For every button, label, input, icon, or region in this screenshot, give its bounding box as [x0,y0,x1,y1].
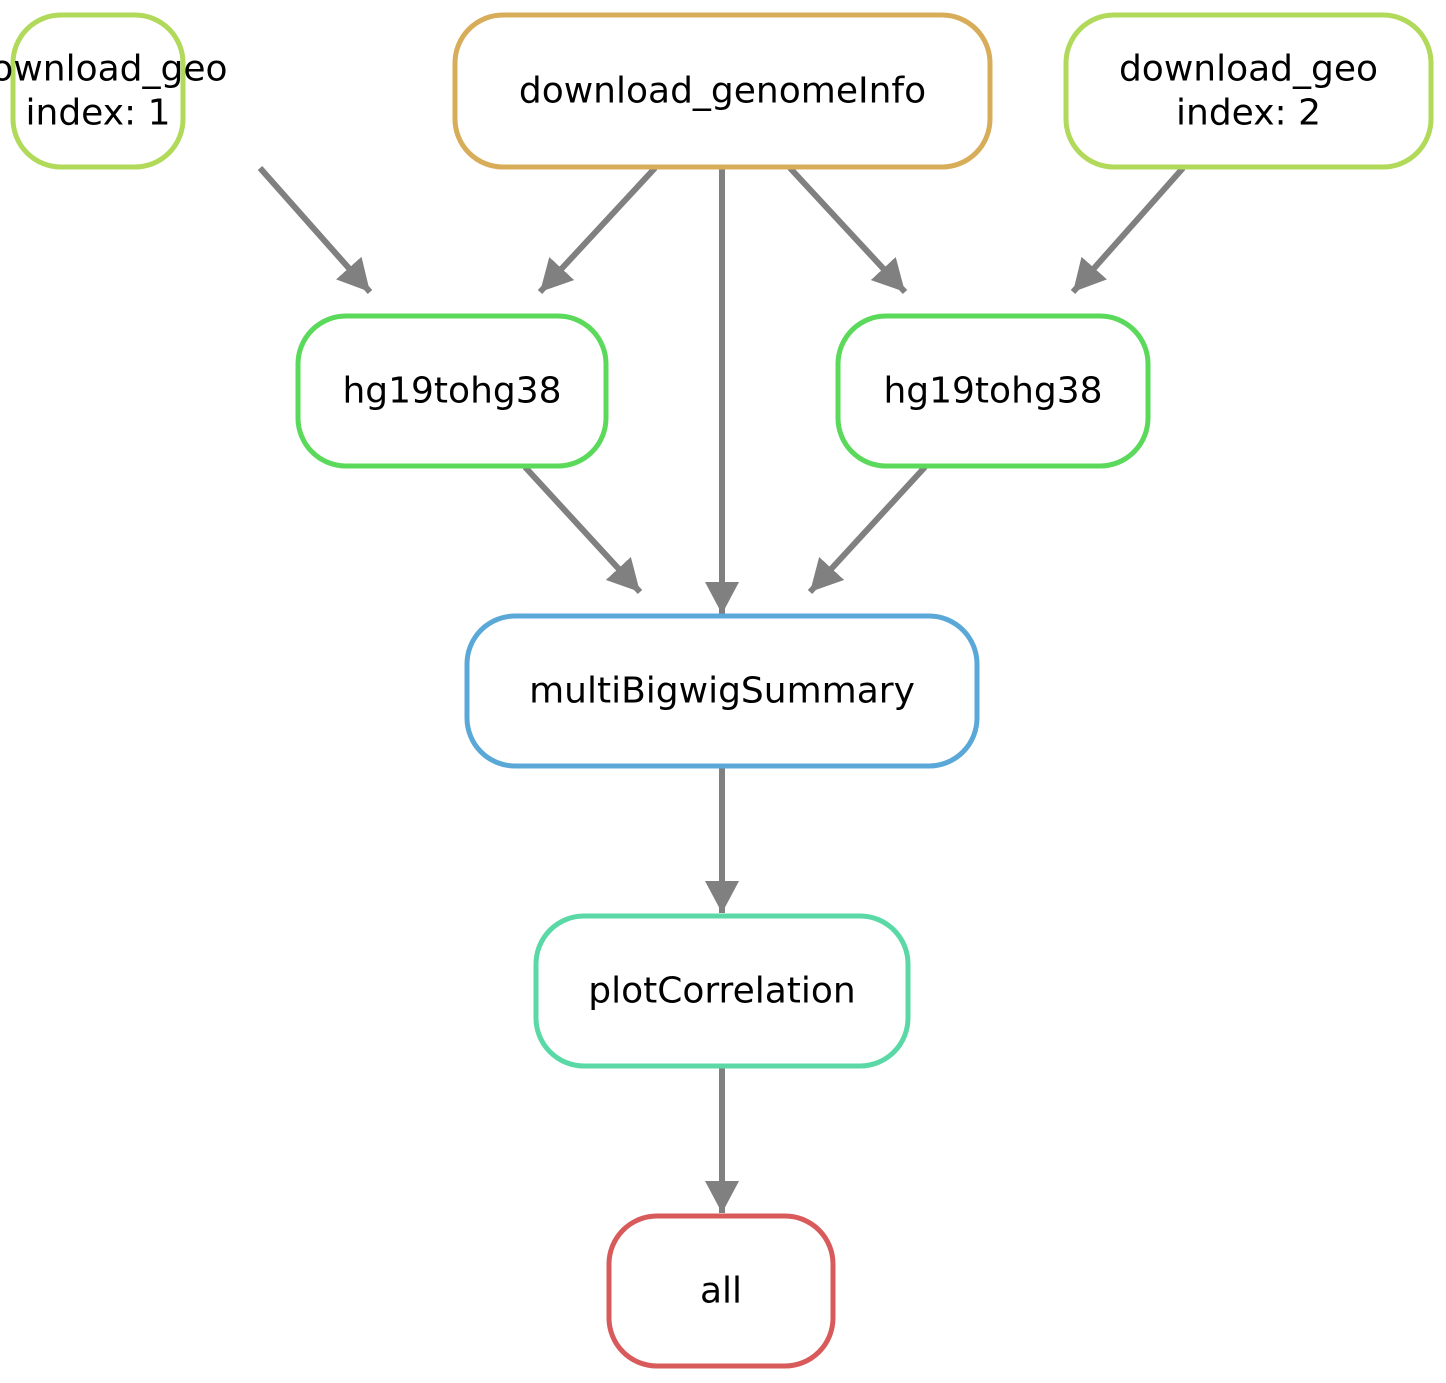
node-box [835,313,1151,469]
edge-genome-to-hg_right [787,165,908,295]
edge-line [257,166,373,294]
node-box [606,1213,836,1369]
edge-line [1070,166,1186,294]
node-download-genomeinfo[interactable]: download_genomeInfo [452,12,993,170]
edge-line [522,464,643,595]
node-label-line: hg19tohg38 [883,371,1102,412]
node-plotcorrelation[interactable]: plotCorrelation [533,913,911,1069]
edge-layer [257,165,1186,1213]
node-label-line: multiBigwigSummary [529,671,915,712]
node-label-line: index: 2 [1176,93,1321,134]
node-box [10,12,186,170]
edge-hg_right-to-multi [807,464,928,595]
node-label-line: plotCorrelation [588,971,856,1012]
node-label-line: download_geo [0,49,228,90]
node-box [452,12,993,170]
node-box [464,613,980,769]
edge-geo1-to-hg_left [257,166,373,294]
node-hg19tohg38-left[interactable]: hg19tohg38 [295,313,609,469]
node-box [533,913,911,1069]
node-multibigwigsummary[interactable]: multiBigwigSummary [464,613,980,769]
node-hg19tohg38-right[interactable]: hg19tohg38 [835,313,1151,469]
node-box [1063,12,1434,170]
edge-geo2-to-hg_right [1070,166,1186,294]
node-label-line: download_genomeInfo [519,71,926,112]
edge-genome-to-hg_left [537,165,658,295]
node-label-line: index: 1 [26,93,171,134]
node-label-line: all [700,1271,742,1312]
node-box [295,313,609,469]
node-all[interactable]: all [606,1213,836,1369]
node-label-line: hg19tohg38 [342,371,561,412]
edge-line [787,165,908,295]
node-label-line: download_geo [1119,49,1378,90]
edge-line [537,165,658,295]
edge-line [807,464,928,595]
edge-hg_left-to-multi [522,464,643,595]
